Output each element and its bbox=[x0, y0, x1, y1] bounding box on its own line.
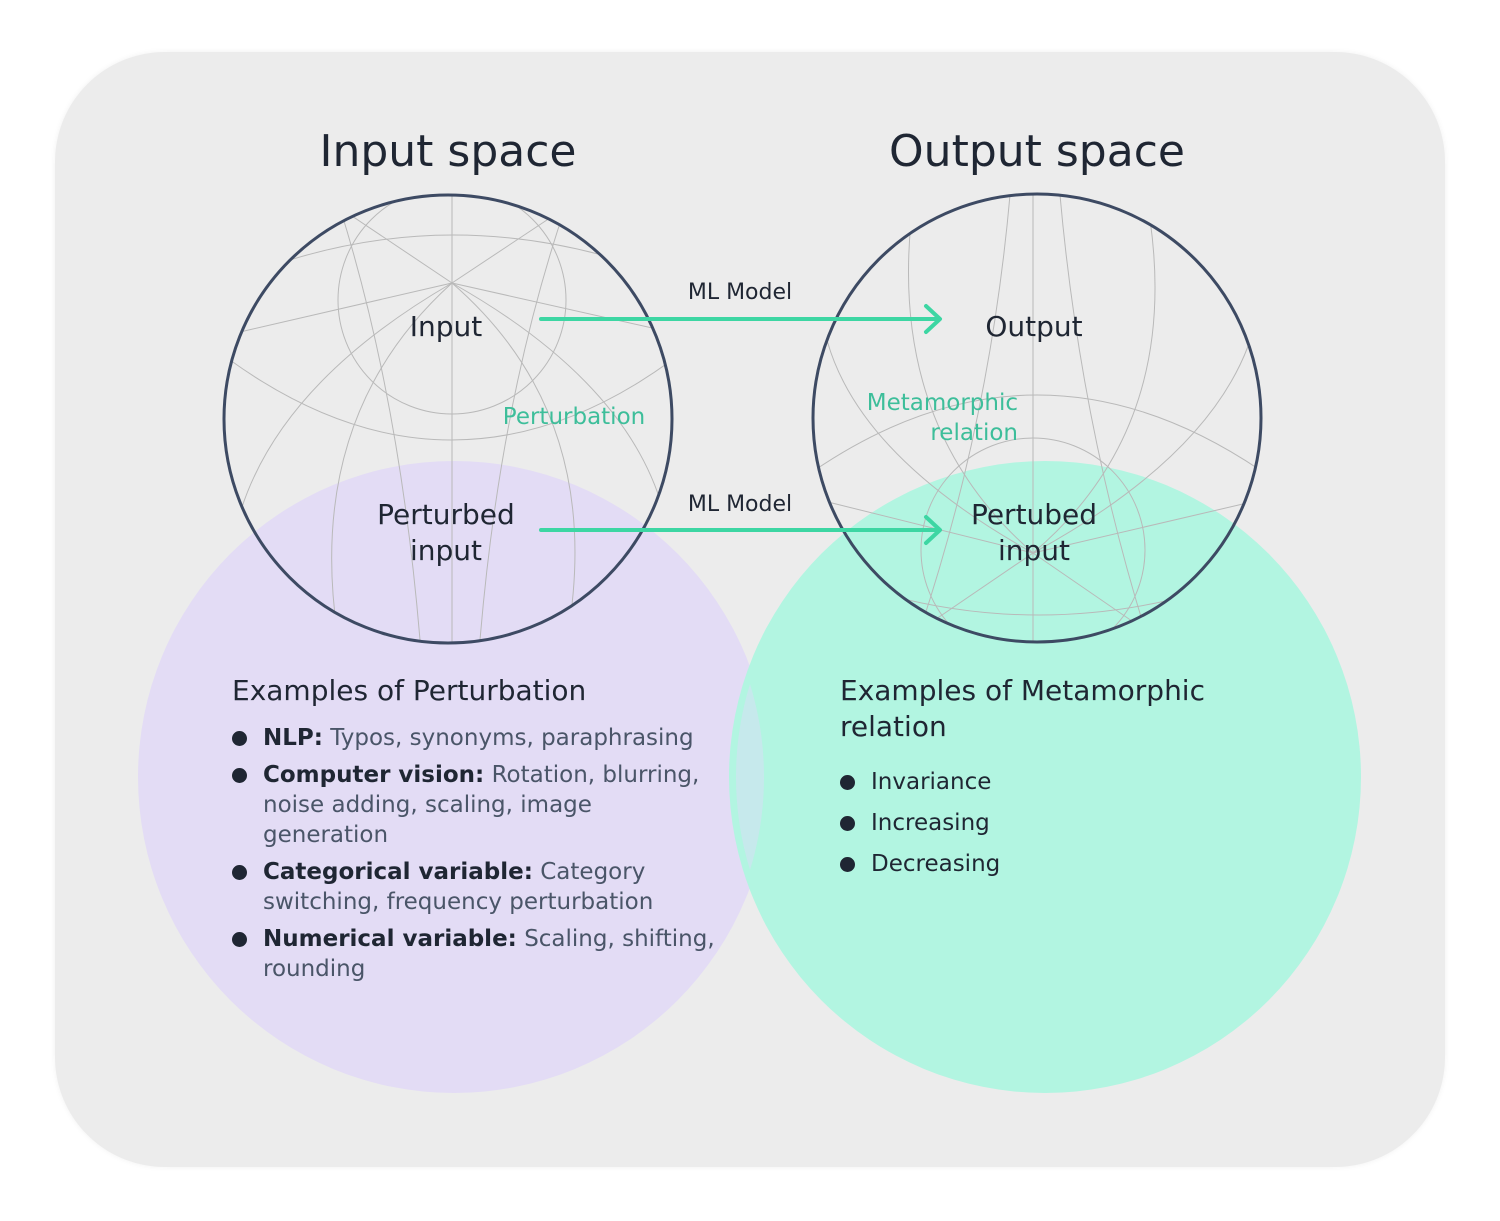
example-detail: Category switching, frequency perturbati… bbox=[263, 859, 654, 915]
relation-item-label: Increasing bbox=[871, 810, 990, 836]
perturbed-input-label-line1: Perturbed bbox=[377, 498, 515, 531]
list-item: Increasing bbox=[840, 808, 1280, 838]
metamorphic-relation-label-line2: relation bbox=[930, 420, 1018, 446]
example-detail: Typos, synonyms, paraphrasing bbox=[330, 725, 694, 751]
ml-model-arrow-bottom bbox=[539, 515, 942, 545]
relation-item-label: Invariance bbox=[871, 769, 992, 795]
relation-examples-panel: Examples of Metamorphic relation Invaria… bbox=[840, 673, 1280, 890]
list-item: Decreasing bbox=[840, 849, 1280, 879]
example-term: Categorical variable: bbox=[263, 859, 533, 885]
ml-model-arrow-top bbox=[539, 304, 942, 334]
perturbation-examples-list: NLP: Typos, synonyms, paraphrasing Compu… bbox=[232, 723, 722, 984]
list-item: Categorical variable: Category switching… bbox=[232, 857, 722, 917]
relation-examples-heading: Examples of Metamorphic relation bbox=[840, 674, 1205, 743]
list-item: Computer vision: Rotation, blurring, noi… bbox=[232, 760, 722, 850]
bullet-icon bbox=[232, 768, 247, 783]
perturbation-examples-circle bbox=[138, 461, 770, 1093]
list-item: Invariance bbox=[840, 767, 1280, 797]
ml-model-label-bottom: ML Model bbox=[688, 492, 792, 517]
output-space-circle bbox=[811, 192, 1263, 644]
output-space-title: Output space bbox=[889, 126, 1185, 177]
list-item: Numerical variable: Scaling, shifting, r… bbox=[232, 924, 722, 984]
metamorphic-relation-label-line1: Metamorphic bbox=[867, 390, 1018, 416]
input-globe-grid bbox=[229, 195, 672, 643]
bullet-icon bbox=[840, 816, 855, 831]
perturbed-output-label-line2: input bbox=[998, 534, 1070, 567]
input-space-title: Input space bbox=[320, 126, 577, 177]
example-term: Numerical variable: bbox=[263, 926, 517, 952]
relation-examples-list: Invariance Increasing Decreasing bbox=[840, 767, 1280, 879]
list-item: NLP: Typos, synonyms, paraphrasing bbox=[232, 723, 722, 753]
example-detail: Scaling, shifting, rounding bbox=[263, 926, 715, 982]
example-term: NLP: bbox=[263, 725, 323, 751]
relation-examples-circle bbox=[729, 461, 1361, 1093]
perturbation-label: Perturbation bbox=[503, 404, 645, 430]
bullet-icon bbox=[232, 731, 247, 746]
perturbed-output-label-line1: Pertubed bbox=[971, 498, 1097, 531]
bullet-icon bbox=[232, 865, 247, 880]
input-space-circle bbox=[222, 193, 674, 645]
perturbation-examples-panel: Examples of Perturbation NLP: Typos, syn… bbox=[232, 673, 722, 991]
input-node-label: Input bbox=[410, 310, 483, 343]
bullet-icon bbox=[840, 857, 855, 872]
bullet-icon bbox=[232, 932, 247, 947]
perturbation-examples-heading: Examples of Perturbation bbox=[232, 674, 587, 707]
relation-item-label: Decreasing bbox=[871, 851, 1001, 877]
bullet-icon bbox=[840, 775, 855, 790]
output-node-label: Output bbox=[985, 310, 1082, 343]
example-term: Computer vision: bbox=[263, 762, 485, 788]
perturbed-input-label-line2: input bbox=[410, 534, 482, 567]
ml-model-label-top: ML Model bbox=[688, 280, 792, 305]
example-detail: Rotation, blurring, noise adding, scalin… bbox=[263, 762, 700, 848]
circle-overlap bbox=[736, 684, 764, 870]
